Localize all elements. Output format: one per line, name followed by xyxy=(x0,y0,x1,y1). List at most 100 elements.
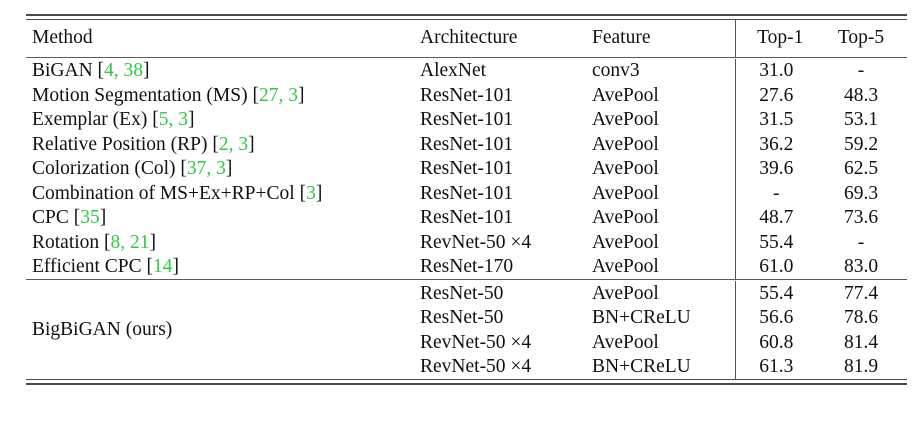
cell-top1: 61.3 xyxy=(734,354,821,380)
cell-top5: 59.2 xyxy=(843,133,879,155)
method-name: Combination of MS+Ex+RP+Col xyxy=(32,182,295,204)
cell-method: BiGAN [4, 38] xyxy=(26,59,418,84)
citation-link[interactable]: 5, 3 xyxy=(158,109,188,130)
citation-link[interactable]: 14 xyxy=(152,256,173,277)
cell-top1: 31.0 xyxy=(734,58,821,83)
cell-top5: 69.3 xyxy=(843,182,879,204)
cell-top1: 56.6 xyxy=(734,305,821,330)
cell-method: Colorization (Col) [37, 3] xyxy=(26,157,418,182)
method-name: CPC xyxy=(32,207,69,228)
cell-feature: AvePool xyxy=(592,84,659,106)
method-name: BiGAN xyxy=(32,60,93,81)
column-header-top5: Top-5 xyxy=(837,27,885,48)
cell-architecture: ResNet-101 xyxy=(420,109,514,130)
ours-separator-rule xyxy=(26,279,907,281)
cell-top1: - xyxy=(734,181,821,206)
table-row: Relative Position (RP) [2, 3]ResNet-101 A… xyxy=(26,132,907,157)
citation-bracket-open: [ xyxy=(252,84,259,106)
citation-bracket-close: ] xyxy=(143,60,150,81)
cell-method: Motion Segmentation (MS) [27, 3] xyxy=(26,83,418,108)
cell-feature: BN+CReLU xyxy=(592,307,691,328)
method-name: Motion Segmentation (MS) xyxy=(32,84,248,106)
cell-method: Rotation [8, 21] xyxy=(26,230,418,255)
cell-feature: AvePool xyxy=(592,282,659,304)
citation-bracket-open: [ xyxy=(212,133,219,155)
header-separator-rule xyxy=(26,56,907,59)
citation-link[interactable]: 2, 3 xyxy=(218,133,249,155)
citation-bracket-open: [ xyxy=(97,60,105,81)
citation-bracket-open: [ xyxy=(146,256,153,277)
citation-bracket-open: [ xyxy=(299,182,307,204)
method-name: Colorization (Col) xyxy=(32,158,176,179)
citation-bracket-close: ] xyxy=(315,182,323,204)
cell-method-ours: BigBiGAN (ours) xyxy=(32,319,173,341)
cell-architecture: ResNet-101 xyxy=(420,84,514,106)
cell-method: Relative Position (RP) [2, 3] xyxy=(26,132,418,157)
column-header-method: Method xyxy=(32,27,93,48)
horizontal-rule xyxy=(26,279,907,281)
cell-architecture: ResNet-50 xyxy=(420,307,504,328)
cell-top1: 48.7 xyxy=(734,205,821,230)
citation-link[interactable]: 35 xyxy=(80,207,100,228)
cell-architecture: ResNet-170 xyxy=(420,256,514,277)
citation-bracket-close: ] xyxy=(225,158,233,179)
column-header-architecture: Architecture xyxy=(420,27,518,48)
cell-architecture: ResNet-101 xyxy=(420,207,514,228)
horizontal-rule xyxy=(26,56,907,59)
citation-link[interactable]: 37, 3 xyxy=(186,158,226,179)
cell-architecture: AlexNet xyxy=(420,60,487,81)
table-top-rule xyxy=(26,14,907,20)
horizontal-rule xyxy=(26,379,907,385)
cell-top1: 61.0 xyxy=(734,254,821,280)
cell-architecture: RevNet-50 ×4 xyxy=(420,231,532,253)
cell-method: Combination of MS+Ex+RP+Col [3] xyxy=(26,181,418,206)
citation-bracket-close: ] xyxy=(248,133,255,155)
cell-top5: 77.4 xyxy=(843,282,879,304)
citation-bracket-open: [ xyxy=(152,109,159,130)
table-bottom-rule xyxy=(26,379,907,385)
cell-feature: AvePool xyxy=(592,182,659,204)
table-row: Combination of MS+Ex+RP+Col [3]ResNet-10… xyxy=(26,181,907,206)
cell-top5: - xyxy=(857,60,865,81)
citation-link[interactable]: 27, 3 xyxy=(258,84,298,106)
column-header-feature: Feature xyxy=(592,27,651,48)
cell-method: Efficient CPC [14] xyxy=(26,255,418,280)
citation-bracket-close: ] xyxy=(99,207,107,228)
method-name: Exemplar (Ex) xyxy=(32,109,148,130)
cell-feature: AvePool xyxy=(592,158,659,179)
cell-top5: 81.4 xyxy=(843,331,879,353)
cell-architecture: ResNet-101 xyxy=(420,182,514,204)
cell-method: CPC [35] xyxy=(26,206,418,231)
cell-feature: AvePool xyxy=(592,207,659,228)
cell-top1: 55.4 xyxy=(734,230,821,255)
citation-bracket-open: [ xyxy=(104,231,111,253)
method-name: Rotation xyxy=(32,231,100,253)
cell-top5: 53.1 xyxy=(843,109,879,130)
cell-top1: 60.8 xyxy=(734,330,821,355)
cell-top5: 62.5 xyxy=(843,158,879,179)
cell-feature: AvePool xyxy=(592,231,659,253)
method-name: Efficient CPC xyxy=(32,256,142,277)
citation-link[interactable]: 4, 38 xyxy=(104,60,144,81)
citation-link[interactable]: 3 xyxy=(306,182,316,204)
cell-architecture: ResNet-101 xyxy=(420,133,514,155)
cell-feature: AvePool xyxy=(592,133,659,155)
cell-top1: 27.6 xyxy=(734,83,821,108)
column-header-top1: Top-1 xyxy=(734,19,821,57)
cell-top1: 36.2 xyxy=(734,132,821,157)
cell-architecture: RevNet-50 ×4 xyxy=(420,356,532,377)
cell-top5: 83.0 xyxy=(843,256,879,277)
cell-feature: AvePool xyxy=(592,256,659,277)
cell-top1: 39.6 xyxy=(734,156,821,181)
table-header-row: Method Architecture Feature Top-1 Top-5 xyxy=(26,19,907,57)
table-row: Motion Segmentation (MS) [27, 3]ResNet-1… xyxy=(26,83,907,108)
cell-feature: AvePool xyxy=(592,331,659,353)
citation-bracket-open: [ xyxy=(180,158,187,179)
citation-link[interactable]: 8, 21 xyxy=(110,231,150,253)
